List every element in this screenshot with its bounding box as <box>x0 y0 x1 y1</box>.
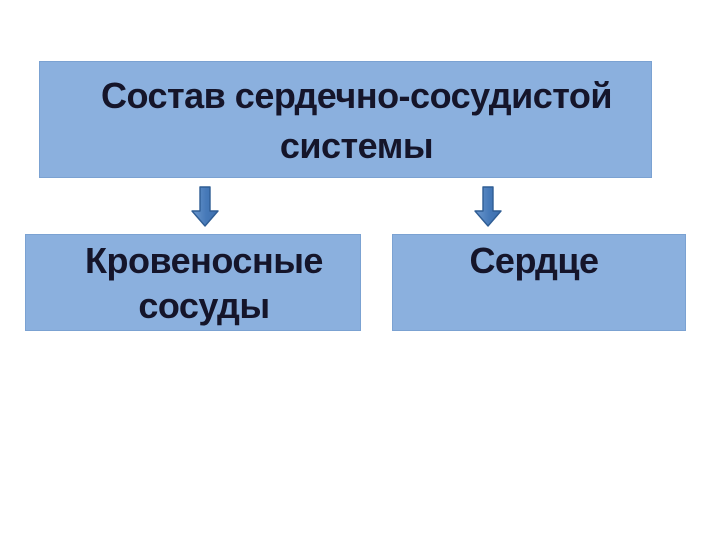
node-heart: Сердце <box>392 234 686 331</box>
title-box: Состав сердечно-сосудистой системы <box>39 61 652 178</box>
slide-title: Состав сердечно-сосудистой системы <box>62 71 651 171</box>
down-arrow-icon <box>191 186 219 227</box>
node-heart-line1: Сердце <box>469 240 599 281</box>
node-blood-vessels-label: Кровеносные сосуды <box>48 238 360 328</box>
slide-title-line2: системы <box>279 125 434 166</box>
node-heart-label: Сердце <box>393 238 675 283</box>
node-blood-vessels-line2: сосуды <box>138 285 270 326</box>
node-blood-vessels-line1: Кровеносные <box>85 240 323 281</box>
node-blood-vessels: Кровеносные сосуды <box>25 234 361 331</box>
down-arrow-icon <box>474 186 502 227</box>
slide-title-line1: Состав сердечно-сосудистой <box>100 75 613 116</box>
